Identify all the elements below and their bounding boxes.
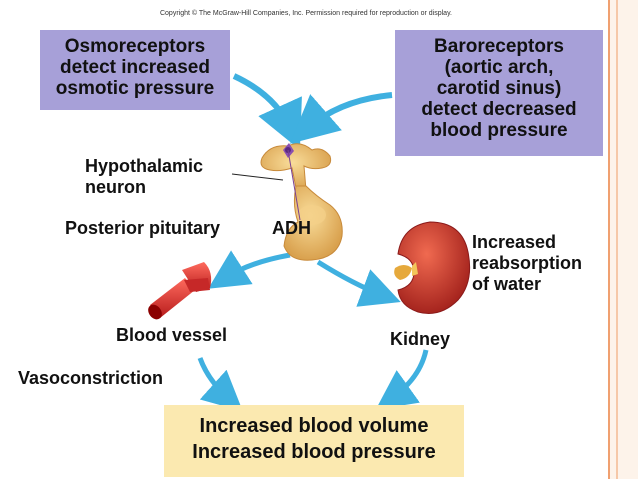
arrow-vessel-to-result	[197, 357, 243, 412]
osmoreceptors-line-2: detect increased	[60, 57, 210, 78]
result-line-2: Increased blood pressure	[192, 441, 436, 463]
arrow-kidney-to-result	[375, 349, 429, 410]
copyright-notice: Copyright © The McGraw-Hill Companies, I…	[159, 10, 452, 17]
arrow-pituitary-to-vessel	[208, 250, 291, 289]
blood-vessel-label: Blood vessel	[116, 325, 228, 345]
baroreceptors-box: Baroreceptors (aortic arch, carotid sinu…	[395, 30, 603, 156]
slide-border	[608, 0, 638, 479]
reabsorption-line-1: Increased	[472, 232, 557, 252]
baroreceptors-line-1: Baroreceptors	[434, 36, 564, 57]
posterior-pituitary-label: Posterior pituitary	[65, 218, 221, 238]
osmoreceptors-line-3: osmotic pressure	[55, 78, 215, 99]
baroreceptors-line-5: blood pressure	[430, 120, 568, 141]
kidney-illustration	[394, 221, 471, 314]
pituitary-gland-illustration	[260, 143, 343, 261]
hypothalamic-neuron-leader	[231, 173, 284, 181]
arrow-osmo-to-hypothalamus	[232, 73, 302, 150]
osmoreceptors-box: Osmoreceptors detect increased osmotic p…	[40, 30, 230, 110]
reabsorption-line-3: of water	[472, 274, 542, 294]
reabsorption-line-2: reabsorption	[472, 253, 583, 273]
osmoreceptors-line-1: Osmoreceptors	[64, 36, 206, 57]
result-box: Increased blood volume Increased blood p…	[164, 405, 464, 477]
arrow-pituitary-to-kidney	[316, 259, 401, 307]
baroreceptors-line-2: (aortic arch,	[444, 57, 554, 78]
blood-vessel-illustration	[148, 262, 212, 320]
baroreceptors-line-3: carotid sinus)	[436, 78, 562, 99]
hypothalamic-line-1: Hypothalamic	[85, 156, 204, 176]
hypothalamic-line-2: neuron	[85, 177, 146, 197]
result-line-1: Increased blood volume	[199, 415, 429, 437]
increased-reabsorption-label: Increased reabsorption of water	[472, 232, 582, 295]
baroreceptors-line-4: detect decreased	[421, 99, 577, 120]
hypothalamic-neuron-label: Hypothalamic neuron	[85, 156, 203, 198]
adh-label: ADH	[272, 218, 311, 238]
kidney-label: Kidney	[390, 329, 451, 349]
vasoconstriction-label: Vasoconstriction	[18, 368, 164, 388]
arrow-baro-to-hypothalamus	[289, 92, 393, 144]
